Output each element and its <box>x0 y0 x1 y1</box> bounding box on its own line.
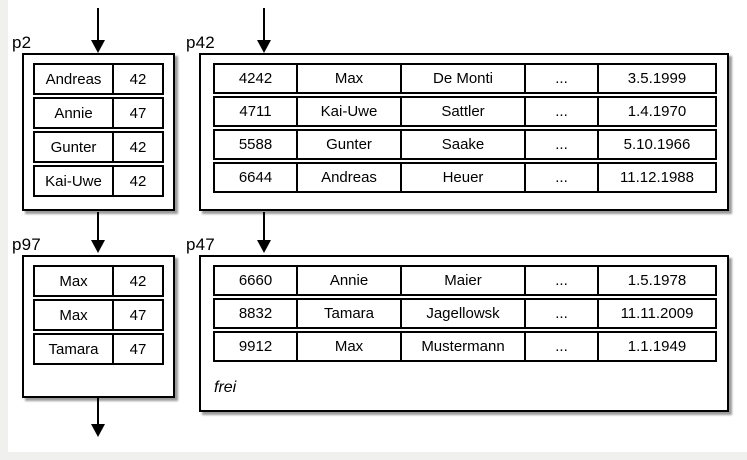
table-cell: 1.4.1970 <box>627 103 687 120</box>
arrow-shaft <box>263 212 265 240</box>
arrow-head <box>91 240 105 253</box>
page-label-p2: p2 <box>12 33 32 52</box>
table-cell: De Monti <box>402 65 526 92</box>
table-cell: 4711 <box>215 98 298 125</box>
down-arrow-p42-to-p47-icon <box>257 212 271 254</box>
table-cell: Jagellowsk <box>402 300 526 327</box>
table-cell: Andreas <box>298 164 402 191</box>
table-cell: 42 <box>129 172 147 190</box>
table-cell: 8832 <box>215 300 298 327</box>
table-cell: 9912 <box>215 333 298 360</box>
table-row: Max 47 <box>33 299 164 331</box>
table-cell: 47 <box>129 104 147 122</box>
table-row: 4711 Kai-Uwe Sattler ... 1.4.1970 <box>213 96 717 127</box>
table-cell: 6660 <box>215 267 298 294</box>
table-cell: Maier <box>402 267 526 294</box>
table-cell: ... <box>526 131 599 158</box>
page-box-p42: 4242 Max De Monti ... 3.5.1999 4711 Kai-… <box>199 53 729 211</box>
table-cell: 6644 <box>215 164 298 191</box>
table-cell: 47 <box>129 340 147 358</box>
record-table-p47: 6660 Annie Maier ... 1.5.1978 8832 Tamar… <box>213 265 717 362</box>
table-cell: Sattler <box>402 98 526 125</box>
table-cell: 3.5.1999 <box>627 70 687 87</box>
table-cell: ... <box>526 333 599 360</box>
table-cell: 4242 <box>215 65 298 92</box>
table-row: Andreas 42 <box>33 63 164 95</box>
table-cell: Gunter <box>298 131 402 158</box>
table-cell: Heuer <box>402 164 526 191</box>
down-arrow-into-p42-icon <box>257 8 271 53</box>
table-row: 6644 Andreas Heuer ... 11.12.1988 <box>213 162 717 193</box>
arrow-head <box>91 424 105 437</box>
table-cell: 5588 <box>215 131 298 158</box>
table-cell: Tamara <box>35 335 114 363</box>
table-row: Max 42 <box>33 265 164 297</box>
table-row: Annie 47 <box>33 97 164 129</box>
down-arrow-out-of-p97-icon <box>91 398 105 438</box>
table-cell: 1.5.1978 <box>627 272 687 289</box>
table-cell: 11.11.2009 <box>620 305 694 322</box>
table-cell: Gunter <box>35 133 114 161</box>
table-cell: 1.1.1949 <box>627 338 687 355</box>
table-cell: ... <box>526 267 599 294</box>
table-cell: Andreas <box>35 65 114 93</box>
table-row: Kai-Uwe 42 <box>33 165 164 197</box>
table-cell: Kai-Uwe <box>298 98 402 125</box>
index-table-p2: Andreas 42 Annie 47 Gunter 42 Kai-Uwe 42 <box>33 63 164 197</box>
page-label-p42: p42 <box>186 33 215 52</box>
arrow-head <box>257 240 271 253</box>
table-cell: 5.10.1966 <box>623 136 691 153</box>
page-label-p97: p97 <box>12 235 41 254</box>
arrow-shaft <box>263 8 265 40</box>
arrow-shaft <box>97 398 99 424</box>
table-row: 4242 Max De Monti ... 3.5.1999 <box>213 63 717 94</box>
table-cell: 47 <box>129 306 147 324</box>
table-cell: 42 <box>129 70 147 88</box>
table-cell: 11.12.1988 <box>620 169 694 186</box>
table-cell: ... <box>526 98 599 125</box>
table-cell: ... <box>526 300 599 327</box>
table-cell: Saake <box>402 131 526 158</box>
table-cell: ... <box>526 164 599 191</box>
table-cell: Max <box>298 65 402 92</box>
free-space-label: frei <box>214 379 237 396</box>
page-box-p2: Andreas 42 Annie 47 Gunter 42 Kai-Uwe 42 <box>22 53 175 211</box>
arrow-head <box>257 40 271 53</box>
table-row: Tamara 47 <box>33 333 164 365</box>
table-row: 9912 Max Mustermann ... 1.1.1949 <box>213 331 717 362</box>
page-box-p97: Max 42 Max 47 Tamara 47 <box>22 255 175 398</box>
page-label-p47: p47 <box>186 235 215 254</box>
table-cell: Tamara <box>298 300 402 327</box>
down-arrow-p2-to-p97-icon <box>91 212 105 254</box>
table-cell: Max <box>298 333 402 360</box>
down-arrow-into-p2-icon <box>91 8 105 53</box>
table-cell: ... <box>526 65 599 92</box>
index-table-p97: Max 42 Max 47 Tamara 47 <box>33 265 164 365</box>
table-cell: Mustermann <box>402 333 526 360</box>
table-cell: Annie <box>35 99 114 127</box>
arrow-shaft <box>97 212 99 240</box>
table-cell: Max <box>35 267 114 295</box>
table-row: Gunter 42 <box>33 131 164 163</box>
table-row: 8832 Tamara Jagellowsk ... 11.11.2009 <box>213 298 717 329</box>
table-cell: Max <box>35 301 114 329</box>
table-row: 6660 Annie Maier ... 1.5.1978 <box>213 265 717 296</box>
arrow-head <box>91 40 105 53</box>
arrow-shaft <box>97 8 99 40</box>
table-cell: Kai-Uwe <box>35 167 114 195</box>
table-row: 5588 Gunter Saake ... 5.10.1966 <box>213 129 717 160</box>
table-cell: 42 <box>129 272 147 290</box>
table-cell: 42 <box>129 138 147 156</box>
record-table-p42: 4242 Max De Monti ... 3.5.1999 4711 Kai-… <box>213 63 717 193</box>
table-cell: Annie <box>298 267 402 294</box>
page-box-p47: 6660 Annie Maier ... 1.5.1978 8832 Tamar… <box>199 255 729 412</box>
